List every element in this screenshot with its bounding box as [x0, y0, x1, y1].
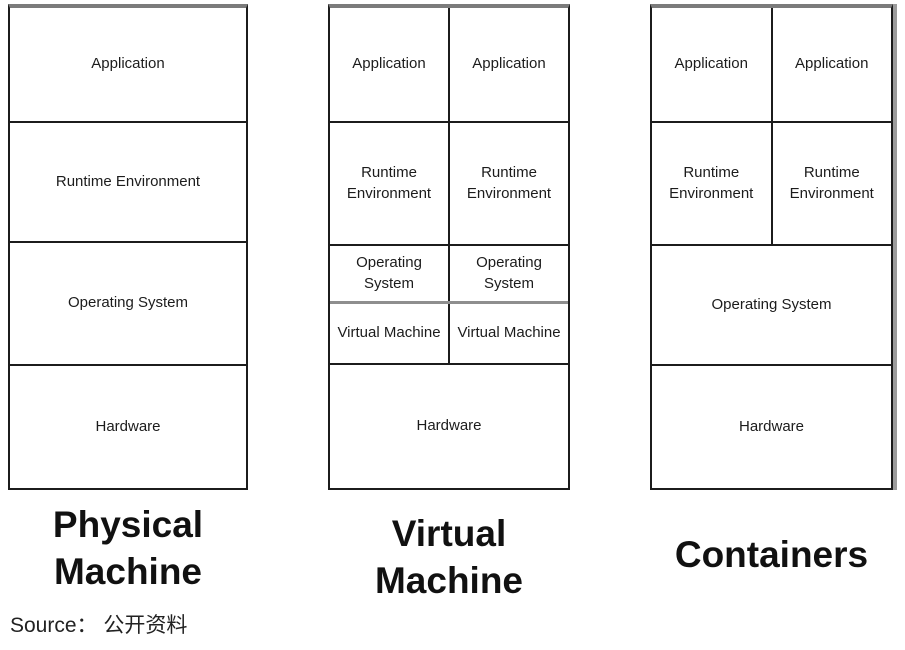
- layer-runtime-environment: Runtime Environment: [652, 123, 773, 244]
- application-row: Application Application: [330, 8, 568, 121]
- runtime-row: Runtime Environment Runtime Environment: [652, 121, 891, 244]
- virtual-machine-stack: Application Application Runtime Environm…: [328, 4, 570, 490]
- layer-virtual-machine: Virtual Machine: [457, 324, 561, 342]
- layer-application: Application: [652, 8, 773, 121]
- containers-stack: Application Application Runtime Environm…: [650, 4, 893, 490]
- layer-operating-system: Operating System: [652, 244, 891, 364]
- virtual-machine-row: Virtual Machine Virtual Machine: [330, 301, 568, 363]
- layer-hardware: Hardware: [330, 363, 568, 488]
- layer-runtime-environment: Runtime Environment: [10, 121, 246, 241]
- layer-operating-system: Operating System: [476, 254, 542, 292]
- layer-virtual-machine: Virtual Machine: [330, 304, 450, 363]
- layer-runtime-environment: Runtime Environment: [466, 164, 552, 202]
- layer-operating-system: Operating System: [10, 241, 246, 364]
- column-title-containers: Containers: [674, 534, 869, 575]
- layer-application: Application: [472, 55, 546, 73]
- layer-application: Application: [795, 55, 869, 73]
- layer-hardware: Hardware: [652, 364, 891, 488]
- runtime-row: Runtime Environment Runtime Environment: [330, 121, 568, 244]
- layer-operating-system: Operating System: [330, 246, 450, 301]
- operating-system-row: Operating System Operating System: [330, 244, 568, 301]
- physical-machine-stack: Application Runtime Environment Operatin…: [8, 4, 248, 490]
- layer-hardware: Hardware: [10, 364, 246, 488]
- layer-application: Application: [330, 8, 450, 121]
- column-title-physical-machine: Physical Machine: [52, 504, 204, 592]
- application-row: Application Application: [652, 8, 891, 121]
- layer-runtime-environment: Runtime Environment: [789, 164, 874, 202]
- layer-application: Application: [91, 55, 165, 73]
- layer-runtime-environment: Runtime Environment: [330, 123, 450, 244]
- column-title-virtual-machine: Virtual Machine: [374, 513, 524, 601]
- source-attribution: Source： 公开资料: [10, 614, 188, 637]
